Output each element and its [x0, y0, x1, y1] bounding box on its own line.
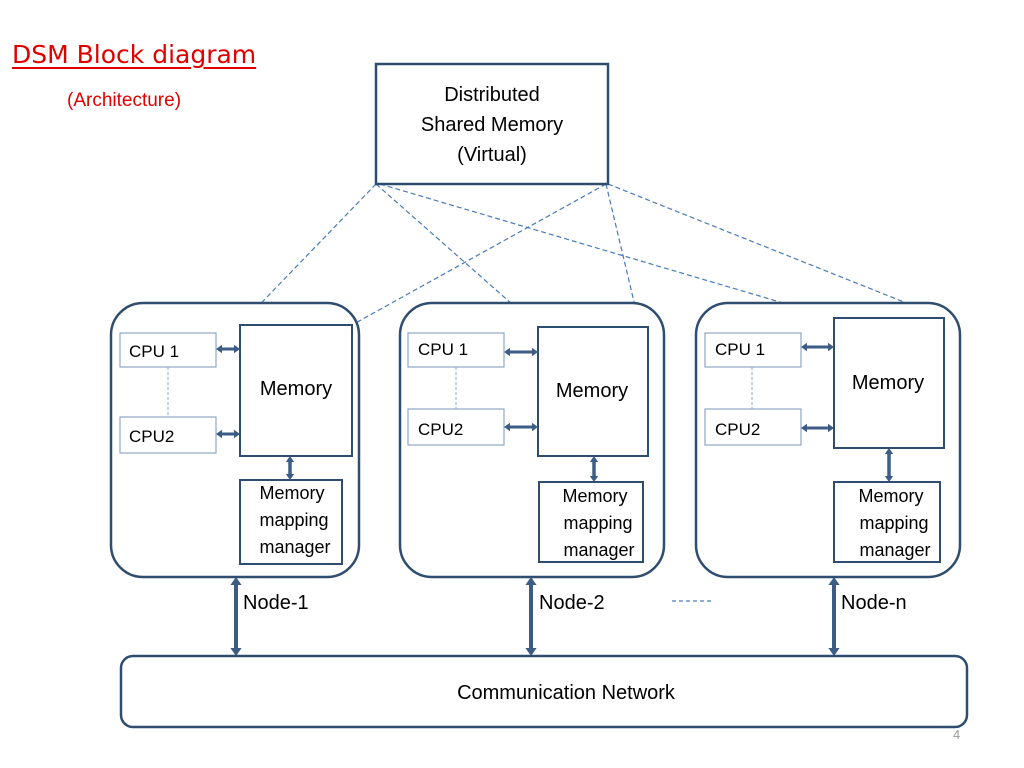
dsm-box: Distributed Shared Memory (Virtual) — [374, 62, 610, 186]
dsm-link — [379, 183, 835, 319]
cpu2-label: CPU2 — [418, 420, 463, 439]
node-network-arrow — [828, 577, 840, 656]
network-label: Communication Network — [457, 682, 676, 704]
node-n: CPU 1 CPU2 Memory Memory mapping manager — [694, 301, 962, 579]
mapping-manager-line: manager — [563, 540, 634, 560]
mapping-manager-line: manager — [859, 540, 930, 560]
node-2: CPU 1 CPU2 Memory Memory mapping manager — [398, 301, 666, 579]
cpu-memory-arrow — [801, 342, 834, 352]
cpu2-label: CPU2 — [129, 427, 174, 446]
memory-label: Memory — [260, 378, 332, 400]
node-network-arrow — [230, 577, 242, 656]
cpu2-box — [119, 416, 217, 454]
dsm-line: (Virtual) — [457, 144, 527, 166]
dsm-link — [607, 183, 945, 319]
node-label: Node-n — [841, 592, 907, 614]
memory-label: Memory — [556, 380, 628, 402]
cpu-memory-arrow — [801, 423, 834, 433]
memory-box — [537, 326, 649, 457]
cpu1-box — [704, 332, 802, 368]
mapping-manager-box — [833, 481, 941, 563]
cpu1-box — [407, 332, 505, 368]
cpu2-box — [407, 408, 505, 446]
mapping-manager-box — [538, 481, 644, 563]
slide-title: DSM Block diagram — [12, 40, 257, 69]
communication-network: Communication Network — [119, 654, 969, 729]
dsm-link — [351, 183, 607, 326]
cpu2-box — [704, 408, 802, 446]
cpu2-label: CPU2 — [715, 420, 760, 439]
cpu-memory-arrow — [504, 347, 538, 357]
node-network-arrow — [525, 577, 537, 656]
arrow-layer — [216, 342, 894, 656]
node-label: Node-1 — [243, 592, 309, 614]
cpu1-label: CPU 1 — [715, 340, 765, 359]
slide-subtitle: (Architecture) — [67, 90, 182, 111]
mapping-manager-line: Memory — [858, 486, 923, 506]
memory-manager-arrow — [884, 448, 894, 482]
memory-manager-arrow — [285, 456, 295, 480]
memory-box — [239, 324, 353, 457]
mapping-manager-line: mapping — [563, 513, 632, 533]
dsm-line: Shared Memory — [421, 114, 563, 136]
cpu1-label: CPU 1 — [129, 342, 179, 361]
mapping-manager-box — [239, 479, 343, 565]
page-number: 4 — [953, 727, 961, 742]
mapping-manager-line: Memory — [259, 483, 324, 503]
dsm-link — [239, 183, 377, 326]
memory-manager-arrow — [589, 456, 599, 482]
cpu-memory-arrow — [504, 422, 538, 432]
memory-label: Memory — [852, 372, 924, 394]
node-label: Node-2 — [539, 592, 605, 614]
mapping-manager-line: mapping — [859, 513, 928, 533]
cpu1-label: CPU 1 — [418, 340, 468, 359]
dsm-line: Distributed — [444, 84, 540, 106]
node-1: CPU 1 CPU2 Memory Memory mapping manager — [109, 301, 361, 579]
cpu-memory-arrow — [216, 429, 240, 439]
mapping-manager-line: manager — [259, 537, 330, 557]
cpu-memory-arrow — [216, 344, 240, 354]
mapping-manager-line: Memory — [562, 486, 627, 506]
mapping-manager-line: mapping — [259, 510, 328, 530]
